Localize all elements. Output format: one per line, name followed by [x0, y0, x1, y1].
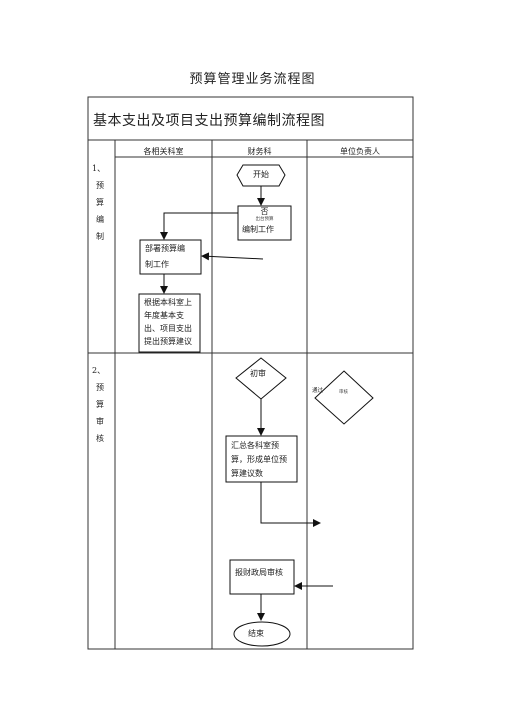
phase-1-char: 预: [96, 181, 104, 190]
proposal-line: 根据本科室上: [144, 298, 192, 307]
phase-2-char: 审: [96, 417, 104, 426]
phase-1-number: 1、: [92, 164, 106, 173]
column-header-departments: 各相关科室: [143, 147, 184, 156]
deploy-label-line2: 制工作: [145, 260, 169, 269]
first-review-label: 初审: [250, 369, 266, 378]
summary-label: 汇总各科室预 算，形成单位预 算建议数: [231, 439, 287, 481]
column-header-finance: 财务科: [247, 147, 272, 156]
finance-work-box: [237, 205, 292, 241]
finance-work-label: 编制工作: [242, 225, 274, 234]
start-label: 开始: [253, 170, 269, 179]
column-header-leader: 单位负责人: [340, 147, 380, 156]
phase-2-label: 2、 预 算 审 核: [92, 362, 105, 447]
arrow-finance-to-deploy: [160, 212, 238, 240]
proposal-label: 根据本科室上 年度基本支 出、项目支出 提出预算建议: [144, 296, 192, 348]
phase-1-label: 1、 预 算 编 制: [92, 160, 105, 245]
start-node: [236, 164, 286, 187]
arrow-summary-to-leader: [260, 482, 321, 527]
table-frame: [87, 96, 414, 650]
report-label: 报财政局审核: [235, 568, 283, 577]
flowchart-subtitle: 基本支出及项目支出预算编制流程图: [93, 113, 325, 129]
proposal-line: 出、项目支出: [144, 324, 192, 333]
phase-2-char: 核: [96, 434, 104, 443]
report-box: [229, 559, 295, 595]
finance-no-label: 否: [260, 207, 269, 216]
page-title: 预算管理业务流程图: [189, 72, 316, 87]
end-node: [233, 621, 291, 647]
proposal-line: 提出预算建议: [144, 337, 192, 346]
proposal-box: [138, 293, 201, 353]
summary-line: 汇总各科室预: [231, 441, 279, 450]
phase-1-char: 算: [96, 198, 104, 207]
phase-1-char: 制: [96, 232, 104, 241]
leader-review-diamond: [314, 370, 374, 425]
arrow-into-deploy: [201, 252, 264, 261]
leader-review-label: 审核: [339, 390, 348, 395]
end-label: 结束: [248, 629, 264, 638]
phase-2-char: 预: [96, 383, 104, 392]
phase-1-char: 编: [96, 215, 104, 224]
phase-2-number: 2、: [92, 366, 106, 375]
summary-box: [225, 435, 298, 483]
deploy-box: [139, 239, 202, 275]
deploy-label-line1: 部署预算编: [145, 244, 185, 253]
summary-line: 算建议数: [231, 469, 263, 478]
leader-pass-label: 通过: [312, 388, 324, 394]
summary-line: 算，形成单位预: [231, 455, 287, 464]
finance-tiny-label: 出台预算: [255, 217, 274, 222]
phase-2-char: 算: [96, 400, 104, 409]
proposal-line: 年度基本支: [144, 311, 184, 320]
